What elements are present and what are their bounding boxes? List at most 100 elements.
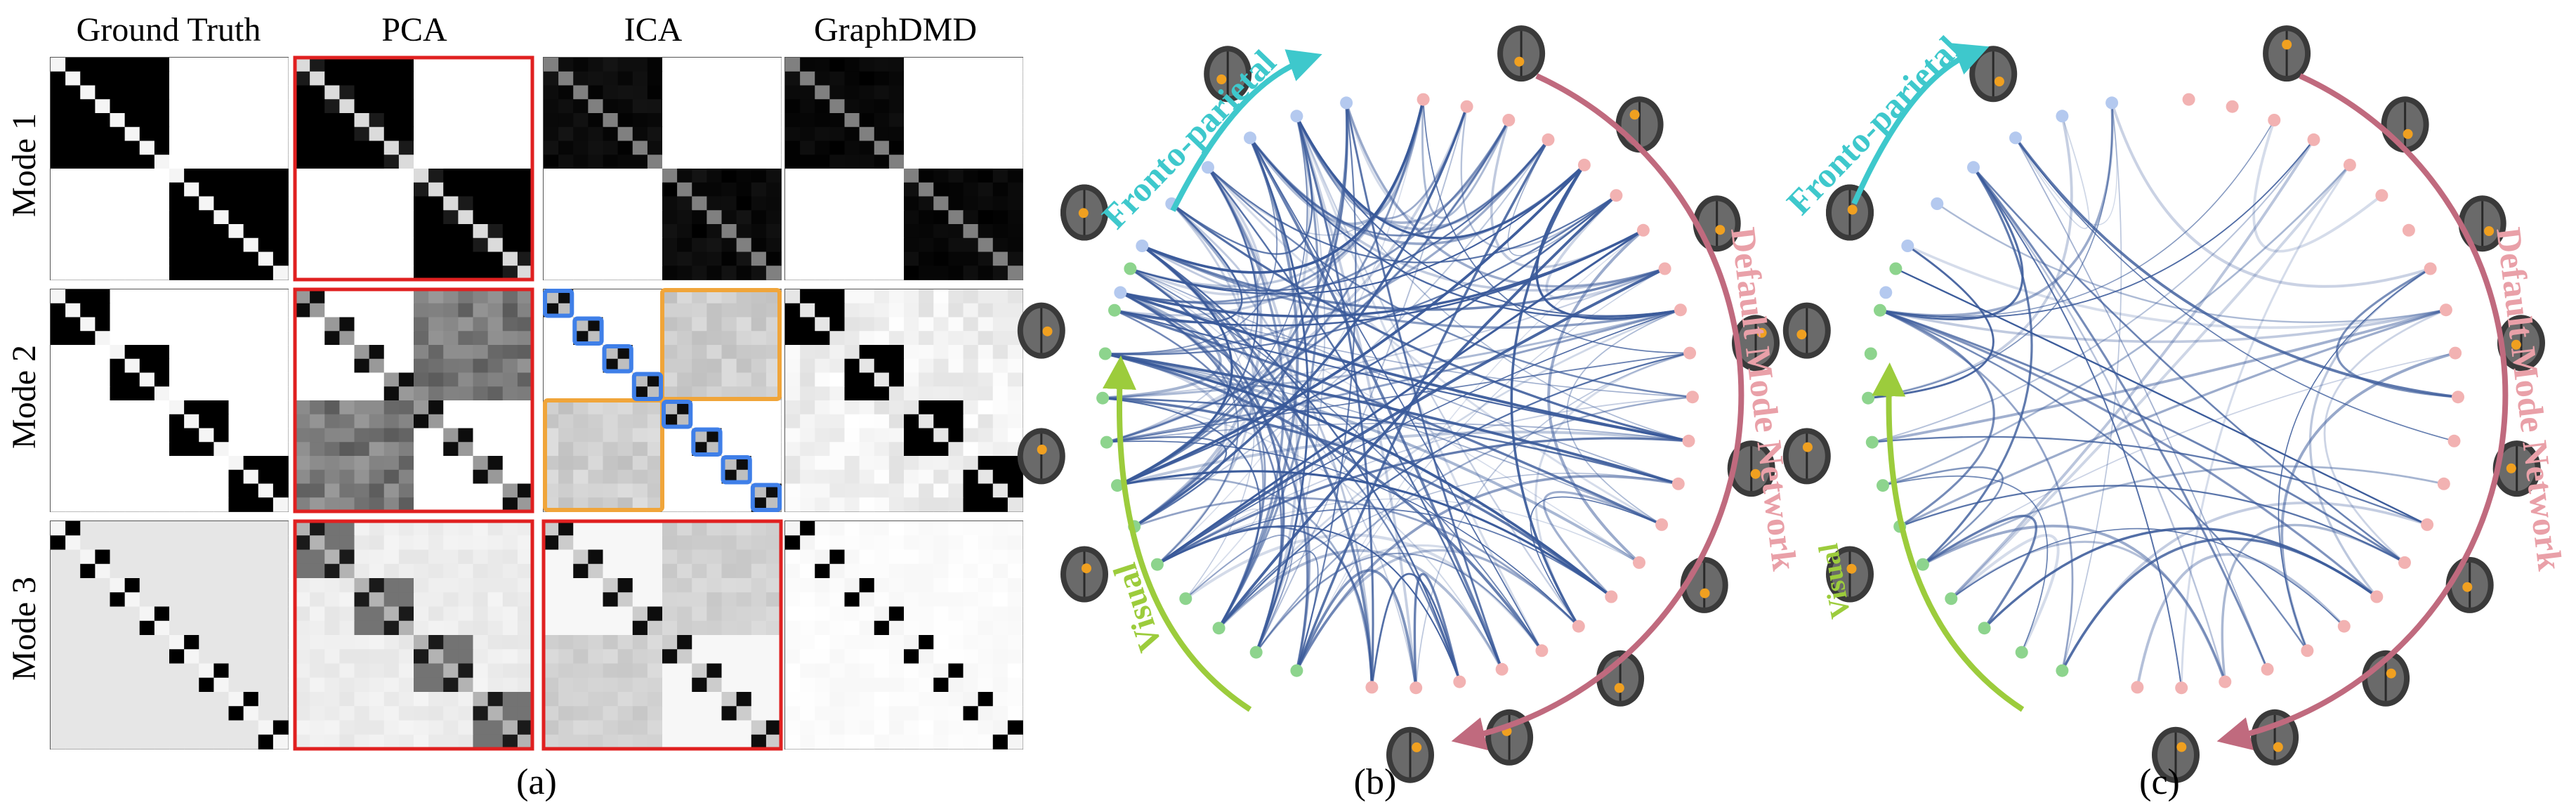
ica-diag-block [631,372,664,401]
connectivity-edge [1296,106,1468,220]
region-node [2375,189,2388,202]
connectivity-edge [1295,115,1374,688]
brain-scan-icon [1204,46,1252,103]
connectivity-edge [1872,436,2428,525]
connectivity-edge [1105,138,1549,355]
ica-diag-block [572,316,604,346]
ica-diag-block [602,344,633,374]
connectivity-edge [2061,103,2122,671]
region-node [1340,96,1353,110]
connectivity-edge [1530,496,1662,627]
connectivity-edge [1879,308,2447,343]
connectivity-edge [1973,166,2183,688]
region-node [2131,681,2144,694]
connectivity-edge [1879,309,2405,564]
panel-a-caption: (a) [516,762,557,802]
connectivity-edge [2221,523,2405,682]
connectivity-edge [1120,292,1693,398]
connectivity-edge [1157,396,1693,565]
brain-scan-icon [1497,25,1546,82]
connectivity-edge [1921,514,2037,629]
brain-thumbnails-b [1017,25,1780,783]
connectivity-edge [1119,229,1644,318]
matrix-graphdmd-mode1 [784,57,1023,280]
connectivity-edge [1171,115,1313,255]
panel-b-caption: (b) [1354,762,1397,802]
connectivity-edge [1117,99,1425,487]
ica-diag-block [691,427,723,457]
visual-arc-c [1872,362,2025,712]
connectivity-edge [1141,245,1461,682]
connectivity-edge [1157,99,1424,565]
connectivity-edge [1879,309,2378,598]
connectivity-edge [1882,476,2049,653]
brain-scan-icon [1017,302,1065,359]
region-node [1290,664,1303,677]
connectivity-edge [1296,103,1357,672]
ica-diagonal-highlight [543,289,782,512]
ica-mode3-highlight [541,519,783,751]
region-node [1365,681,1379,694]
connectivity-edge [1972,166,2269,670]
connectivity-edge [1295,115,1510,224]
connectivity-edge [1255,116,1326,653]
connectivity-edge [1899,308,2447,528]
connectivity-edge [1296,115,1689,442]
connectivity-edge [1249,137,1543,651]
connectivity-edge [1185,533,1543,652]
brain-scan-icon [1060,184,1108,241]
region-node [2105,96,2119,110]
ica-offdiag-highlight-bottom [543,398,664,512]
region-node [1874,303,1886,317]
region-node [1136,240,1149,252]
region-node [2337,620,2351,633]
connectivity-edge [1207,166,1285,629]
region-node [1945,592,1958,606]
region-node [1862,391,1875,405]
connectivity-edge [1879,309,2074,671]
connectivity-edge [1129,268,1417,688]
connectivity-edge [1872,139,2315,443]
region-node [1916,558,1929,571]
brain-scan-icon [1017,428,1065,485]
col-header-ica: ICA [624,11,683,48]
region-node [1212,622,1225,635]
connectivity-edge [1218,194,1617,629]
connectivity-edge [1413,572,1461,688]
ica-offdiag-highlight-top [660,288,782,401]
connectivity-edge [2136,553,2346,688]
region-node [2437,477,2450,490]
matrix-gt-mode2 [50,289,289,512]
row-label-mode-3: Mode 3 [6,577,43,681]
region-node [1655,518,1669,531]
region-node [1572,620,1585,633]
connectivity-edge [1867,244,1995,400]
connectivity-edge [1936,203,2447,323]
connectivity-edge [1983,527,2378,629]
connectivity-edge [1345,102,1666,288]
ica-diag-block [721,455,752,485]
region-node [1605,590,1618,603]
connectivity-edge [1490,119,1644,269]
connectivity-edge [1171,202,1373,688]
panel-a: Ground Truth PCA ICA GraphDMD Mode 1 Mod… [6,11,1023,802]
connectivity-edge [1218,308,1681,629]
connectivity-edge [1255,396,1693,653]
connectivity-edge [1105,195,1617,355]
connectivity-edge [1882,466,2004,565]
connectivity-edge [1133,106,1468,528]
region-node [2439,303,2452,317]
connectivity-edge [1105,352,1641,564]
region-node [2424,262,2437,275]
connectivity-edges-c [1867,102,2459,688]
connectivity-edge [1157,309,1681,565]
region-node [1542,133,1555,146]
connectivity-edge [1117,164,1586,487]
connectivity-edge [1130,139,1549,292]
connectivity-edge [1105,352,1543,652]
region-node [1150,558,1164,571]
connectivity-edge [1103,397,1679,485]
connectivity-edge [1879,309,1995,528]
connectivity-edge [1106,308,1681,444]
connectivity-edge [1130,164,1585,295]
